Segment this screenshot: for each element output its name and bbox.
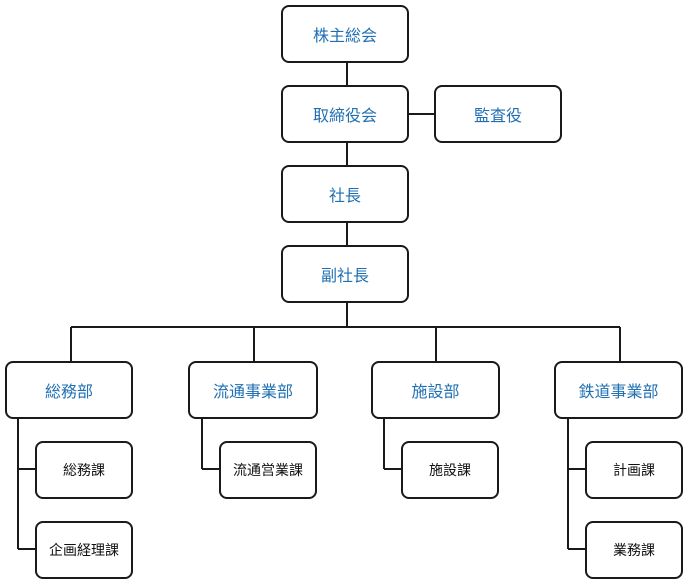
- node-distribution-business-dept: 流通事業部: [188, 361, 318, 419]
- node-president: 社長: [281, 165, 409, 223]
- node-railway-business-dept: 鉄道事業部: [554, 361, 683, 419]
- node-shareholders-meeting: 株主総会: [281, 5, 409, 63]
- node-vice-president: 副社長: [281, 245, 409, 303]
- node-accounting-section: 計画課: [585, 441, 683, 499]
- node-board-of-directors: 取締役会: [281, 85, 409, 143]
- node-operations-section: 業務課: [585, 521, 683, 579]
- node-distribution-sales-section: 流通営業課: [219, 441, 317, 499]
- node-general-affairs-dept: 総務部: [5, 361, 133, 419]
- node-planning-accounting-section: 企画経理課: [35, 521, 133, 579]
- node-facilities-dept: 施設部: [371, 361, 500, 419]
- node-general-affairs-section: 総務課: [35, 441, 133, 499]
- node-facilities-section: 施設課: [401, 441, 499, 499]
- node-auditor: 監査役: [434, 85, 562, 143]
